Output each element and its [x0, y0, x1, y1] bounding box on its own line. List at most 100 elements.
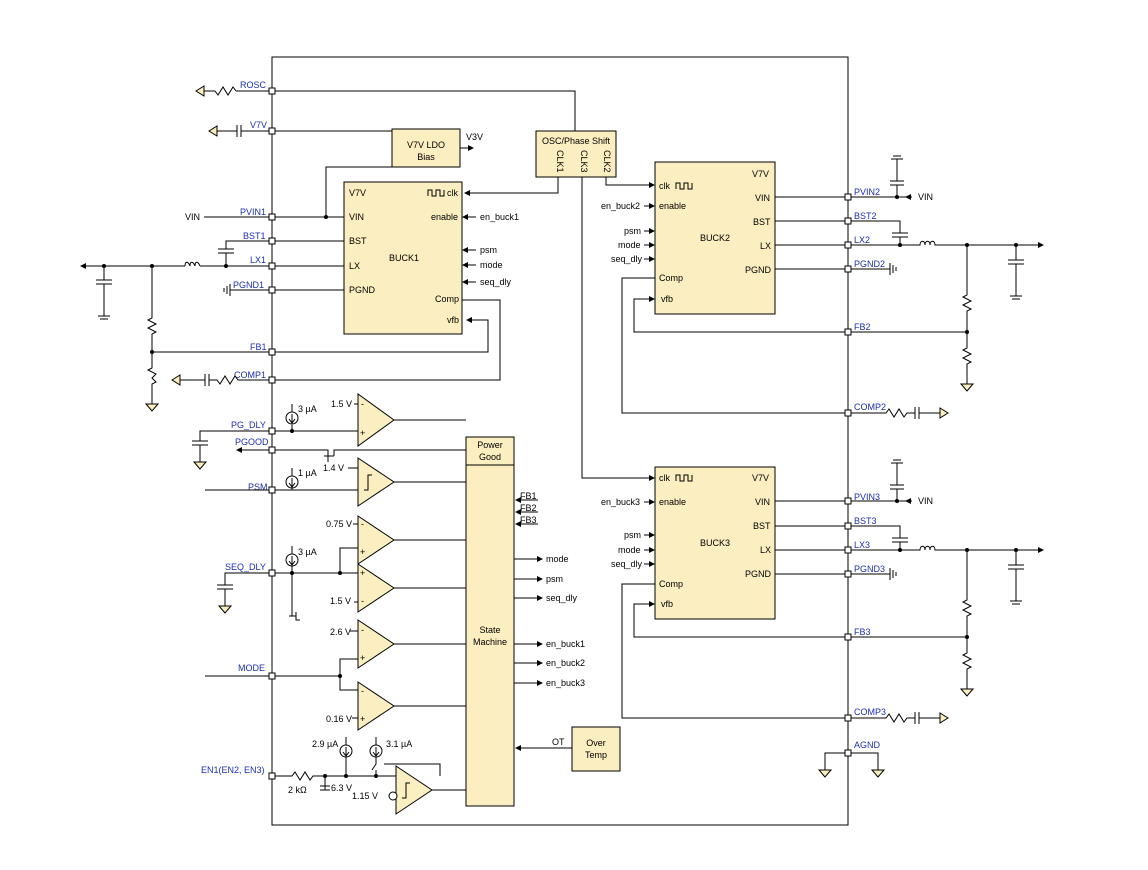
pin-label-pvin2: PVIN2: [854, 187, 880, 197]
buck1-lx-label: LX: [349, 261, 360, 271]
pin-label-v7v: V7V: [250, 120, 267, 130]
pg-comparator: [357, 393, 395, 447]
pin-pvin3: PVIN3 VIN: [775, 459, 933, 506]
buck1-vfb-label: vfb: [447, 315, 459, 325]
pg-current-label: 3 µA: [298, 404, 317, 414]
buck1-enable-label: enable: [431, 212, 458, 222]
pin-label-pgnd1: PGND1: [233, 280, 264, 290]
pin-agnd: AGND: [817, 740, 886, 778]
buck2-vin-label: VIN: [755, 193, 770, 203]
pin-pg-dly: PG_DLY: [192, 420, 358, 470]
sm-en-buck3-output: en_buck3: [546, 678, 585, 688]
buck2-block: [654, 161, 776, 315]
pin-label-pgnd2: PGND2: [854, 259, 885, 269]
pin-lx3: LX3: [775, 540, 1044, 605]
ground-symbol: [939, 407, 949, 419]
ldo-block: [391, 128, 461, 168]
pin-pgnd1: PGND1: [223, 280, 344, 296]
minus-sign: -: [361, 519, 364, 529]
state-machine-block: [465, 464, 515, 807]
ground-symbol: [959, 383, 975, 392]
pin-bst1: BST1: [218, 231, 344, 266]
pin-label-pvin1: PVIN1: [240, 207, 266, 217]
pin-pgnd3: PGND3: [775, 564, 897, 580]
psm-current-label: 1 µA: [298, 468, 317, 478]
buck1-title: BUCK1: [389, 253, 419, 263]
en-buck3-input: en_buck3: [601, 497, 640, 507]
minus-sign: -: [361, 625, 364, 635]
sm-seq-output: seq_dly: [546, 593, 578, 603]
en-buck1-input: en_buck1: [480, 212, 519, 222]
ldo-output-label: V3V: [466, 132, 483, 142]
power-good-block: [465, 436, 515, 466]
pin-label-fb1: FB1: [250, 342, 267, 352]
buck1-v7v-label: V7V: [349, 188, 366, 198]
buck2-enable-label: enable: [659, 201, 686, 211]
psm-comparator: [357, 457, 395, 507]
ldo-label: V7V LDO: [407, 140, 445, 150]
clk2-label: CLK2: [602, 150, 612, 173]
mode-comparator-2: [357, 681, 395, 731]
buck2-bst-label: BST: [753, 217, 771, 227]
pin-en1: EN1(EN2, EN3) 2 kΩ 6.3 V: [201, 765, 396, 795]
osc-title: OSC/Phase Shift: [542, 136, 611, 146]
buck2-title: BUCK2: [700, 233, 730, 243]
buck3-comp-label: Comp: [659, 579, 683, 589]
plus-sign: +: [360, 547, 365, 557]
buck2-lx-label: LX: [760, 241, 771, 251]
en-zener-label: 6.3 V: [331, 783, 352, 793]
pin-label-en1: EN1(EN2, EN3): [201, 765, 265, 775]
buck1-clk-label: clk: [447, 188, 458, 198]
clk1-label: CLK1: [555, 150, 565, 173]
buck2-psm-input: psm: [624, 226, 641, 236]
pin-v7v: V7V: [208, 120, 392, 137]
pin-lx1: LX1: [80, 255, 344, 320]
clk3-label: CLK3: [579, 150, 589, 173]
pin-seq-dly: SEQ_DLY: [217, 547, 358, 621]
buck1-pgnd-label: PGND: [349, 285, 376, 295]
state-machine-label-2: Machine: [473, 637, 507, 647]
buck2-pgnd-label: PGND: [745, 265, 772, 275]
pin-fb3: FB3: [633, 601, 967, 641]
plus-sign: +: [360, 428, 365, 438]
over-temp-label: Over: [586, 738, 606, 748]
pin-comp3: COMP3: [621, 583, 949, 724]
pin-label-fb2: FB2: [854, 322, 871, 332]
buck2-v7v-label: V7V: [752, 169, 769, 179]
pin-bst2: BST2: [775, 211, 908, 245]
pin-label-comp2: COMP2: [854, 402, 886, 412]
ground-symbol: [959, 688, 975, 697]
pin-label-pvin3: PVIN3: [854, 492, 880, 502]
over-temp-block: [571, 726, 621, 772]
sm-fb2-input: FB2: [520, 503, 537, 513]
psm-threshold-label: 1.4 V: [323, 463, 344, 473]
buck3-vin-label: VIN: [755, 497, 770, 507]
pin-label-pg-dly: PG_DLY: [231, 420, 266, 430]
plus-sign: +: [360, 568, 365, 578]
buck3-title: BUCK3: [700, 538, 730, 548]
ground-symbol: [817, 769, 833, 778]
pin-mode: MODE: [205, 658, 358, 691]
buck3-mode-input: mode: [618, 545, 641, 555]
pin-label-bst1: BST1: [243, 231, 266, 241]
pin-label-pgnd3: PGND3: [854, 564, 885, 574]
buck3-vfb-label: vfb: [661, 599, 673, 609]
pin-label-pgood: PGOOD: [235, 437, 269, 447]
seq-dly-input: seq_dly: [480, 277, 512, 287]
pin-pgood: PGOOD: [235, 437, 466, 462]
buck3-pgnd-label: PGND: [745, 569, 772, 579]
buck3-seq-input: seq_dly: [611, 559, 643, 569]
pin-lx2: LX2: [775, 235, 1044, 300]
buck2-clk-label: clk: [659, 181, 670, 191]
ground-symbol: [171, 374, 181, 386]
mode-comparator-1: [357, 619, 395, 669]
sm-fb1-input: FB1: [520, 491, 537, 501]
osc-phase-shift-block: [535, 130, 617, 178]
pin-comp2: COMP2: [621, 277, 949, 419]
mode-input: mode: [480, 260, 503, 270]
en-current-2-label: 3.1 µA: [386, 739, 412, 749]
minus-sign: -: [361, 399, 364, 409]
sm-en-buck2-output: en_buck2: [546, 658, 585, 668]
pin-label-lx3: LX3: [854, 540, 870, 550]
pin-label-bst2: BST2: [854, 211, 877, 221]
